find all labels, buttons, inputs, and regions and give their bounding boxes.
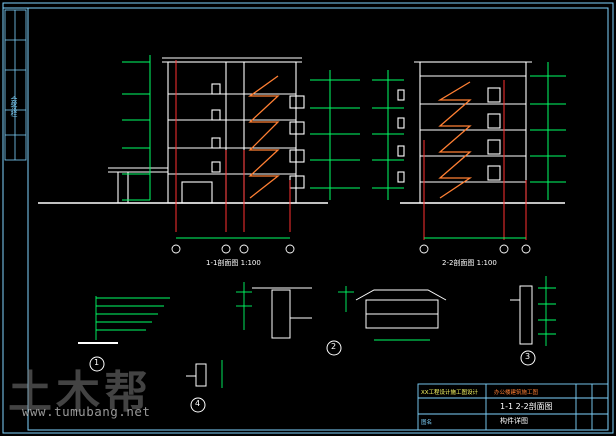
title-block-sheet-sub: 构件详图 xyxy=(500,417,528,425)
title-block-label-a: 图名 xyxy=(421,420,433,426)
watermark-brand: 土木帮 xyxy=(8,367,152,418)
level-marks-2 xyxy=(372,62,566,200)
level-marks-1-left xyxy=(122,55,151,201)
signature-strip-label: 会签栏 xyxy=(10,96,18,117)
axis-bubbles-2 xyxy=(419,244,531,254)
title-block-project: XX工程设计施工图设计 xyxy=(421,390,479,396)
stair-1 xyxy=(247,75,280,199)
detail-2 xyxy=(236,282,447,356)
detail-mark-2: 2 xyxy=(331,342,337,351)
axis-lines-2 xyxy=(423,80,527,240)
building-outline-2 xyxy=(397,61,532,204)
axis-bubbles-1 xyxy=(171,244,295,254)
title-block-label-b: 办公楼建筑施工图 xyxy=(494,390,539,396)
detail-3 xyxy=(510,276,556,366)
detail-mark-4: 4 xyxy=(195,399,201,408)
title-block-sheet-name: 1-1 2-2剖面图 xyxy=(500,402,553,411)
detail-4 xyxy=(186,360,223,413)
detail-mark-1: 1 xyxy=(94,358,100,367)
section-1-1-title: 1-1剖面图 1:100 xyxy=(206,259,261,267)
stair-2 xyxy=(437,81,473,199)
title-block xyxy=(417,383,609,431)
watermark-url: www.tumubang.net xyxy=(22,404,151,419)
axis-lines-1 xyxy=(175,60,291,232)
building-outline-1 xyxy=(108,57,305,204)
section-2-2 xyxy=(372,61,566,254)
signature-strip xyxy=(4,9,27,161)
detail-1 xyxy=(78,296,170,372)
section-1-1 xyxy=(38,55,360,254)
section-2-2-title: 2-2剖面图 1:100 xyxy=(442,259,497,267)
detail-mark-3: 3 xyxy=(525,352,531,361)
level-marks-1-right xyxy=(310,70,360,200)
